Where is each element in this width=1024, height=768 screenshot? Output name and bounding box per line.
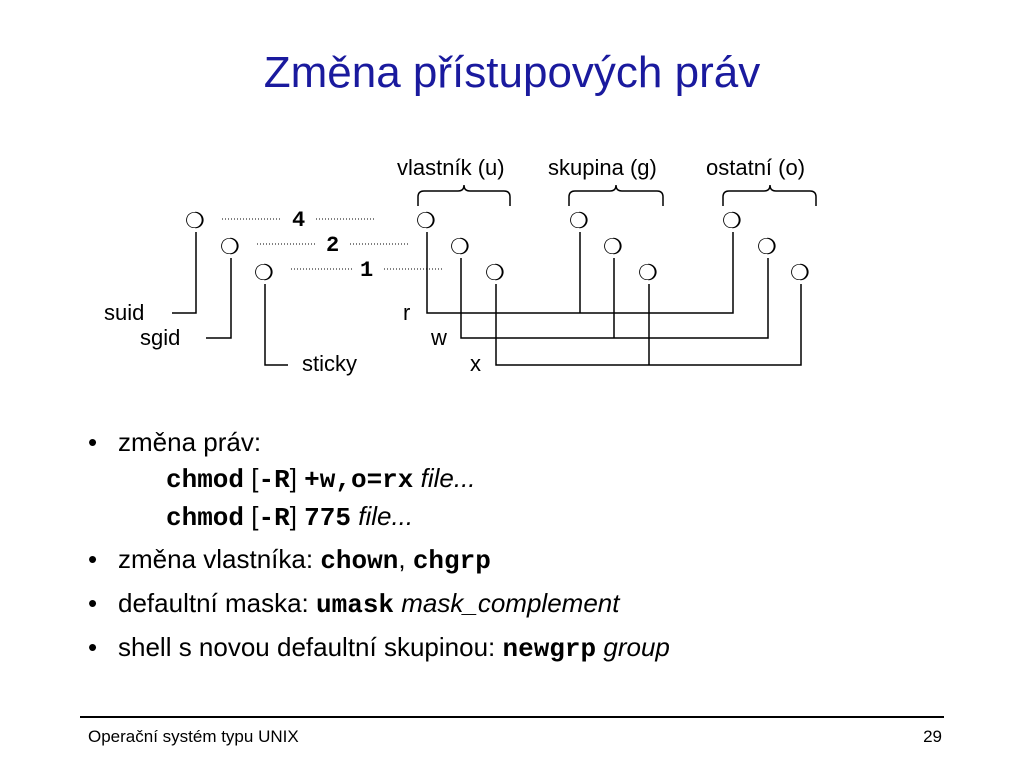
bullet-text: shell s novou defaultní skupinou: (118, 632, 496, 662)
group-label-group: skupina (g) (548, 155, 657, 180)
line-sticky (264, 284, 288, 366)
bit-g-x: ❍ (638, 260, 658, 285)
bit-sticky: ❍ (254, 260, 274, 285)
bracket-close: ] (289, 463, 297, 493)
bit-suid: ❍ (185, 208, 205, 233)
chmod-example-1: chmod [-R] +w,o=rx file... (88, 460, 988, 498)
footer-title: Operační systém typu UNIX (88, 727, 299, 746)
bullet-text: změna práv: (118, 427, 262, 457)
group-label-user: vlastník (u) (397, 155, 505, 180)
label-sgid: sgid (140, 325, 180, 350)
bit-o-r: ❍ (722, 208, 742, 233)
bullet-dot: • (88, 544, 98, 574)
bracket-close: ] (289, 501, 297, 531)
footer-divider (80, 716, 944, 718)
code-umask: umask (316, 590, 395, 620)
bullet-item-newgrp: • shell s novou defaultní skupinou: newg… (88, 629, 988, 667)
brace-other (722, 184, 817, 206)
code-arg: +w,o=rx (304, 465, 414, 495)
bit-u-w: ❍ (450, 234, 470, 259)
code-newgrp: newgrp (502, 634, 597, 664)
label-suid: suid (104, 300, 144, 325)
brace-group (568, 184, 664, 206)
bullet-text: změna vlastníka: (118, 544, 314, 574)
code-arg: 775 (304, 503, 351, 533)
code-chown: chown (320, 546, 399, 576)
file-param: file... (420, 463, 476, 493)
bit-g-r: ❍ (569, 208, 589, 233)
bullet-text: defaultní maska: (118, 588, 309, 618)
line-sgid (206, 258, 232, 339)
param-mask-complement: mask_complement (401, 588, 620, 618)
line-suid (172, 232, 197, 314)
bullet-item-owner: • změna vlastníka: chown, chgrp (88, 541, 988, 579)
label-r: r (403, 300, 410, 325)
value-1: 1 (360, 258, 373, 283)
bracket-open: [ (251, 463, 259, 493)
chmod-example-2: chmod [-R] 775 file... (88, 498, 988, 536)
value-2: 2 (326, 233, 339, 258)
bullet-item-chmod: • změna práv: (88, 424, 988, 460)
bullet-dot: • (88, 632, 98, 662)
bit-o-w: ❍ (757, 234, 777, 259)
group-label-other: ostatní (o) (706, 155, 805, 180)
bullet-dot: • (88, 588, 98, 618)
label-sticky: sticky (302, 351, 357, 376)
label-w: w (430, 325, 447, 350)
permission-bits-diagram: ❍ ❍ ❍ ❍ ❍ ❍ ❍ ❍ ❍ ❍ ❍ ❍ vlastník (u) sku… (104, 155, 817, 376)
code-option: -R (258, 465, 290, 495)
brace-user (417, 184, 511, 206)
page-number: 29 (923, 727, 942, 746)
code-option: -R (258, 503, 290, 533)
bullet-list: • změna práv: chmod [-R] +w,o=rx file...… (88, 424, 988, 667)
bullet-dot: • (88, 427, 98, 457)
bit-o-x: ❍ (790, 260, 810, 285)
bit-u-x: ❍ (485, 260, 505, 285)
value-4: 4 (292, 208, 305, 233)
code-chgrp: chgrp (412, 546, 491, 576)
separator: , (398, 544, 406, 574)
param-group: group (603, 632, 670, 662)
bit-u-r: ❍ (416, 208, 436, 233)
code-chmod: chmod (166, 465, 245, 495)
bracket-open: [ (251, 501, 259, 531)
bit-g-w: ❍ (603, 234, 623, 259)
label-x: x (470, 351, 481, 376)
bullet-item-umask: • defaultní maska: umask mask_complement (88, 585, 988, 623)
code-chmod: chmod (166, 503, 245, 533)
bit-sgid: ❍ (220, 234, 240, 259)
slide-title: Změna přístupových práv (263, 48, 761, 97)
file-param: file... (358, 501, 414, 531)
